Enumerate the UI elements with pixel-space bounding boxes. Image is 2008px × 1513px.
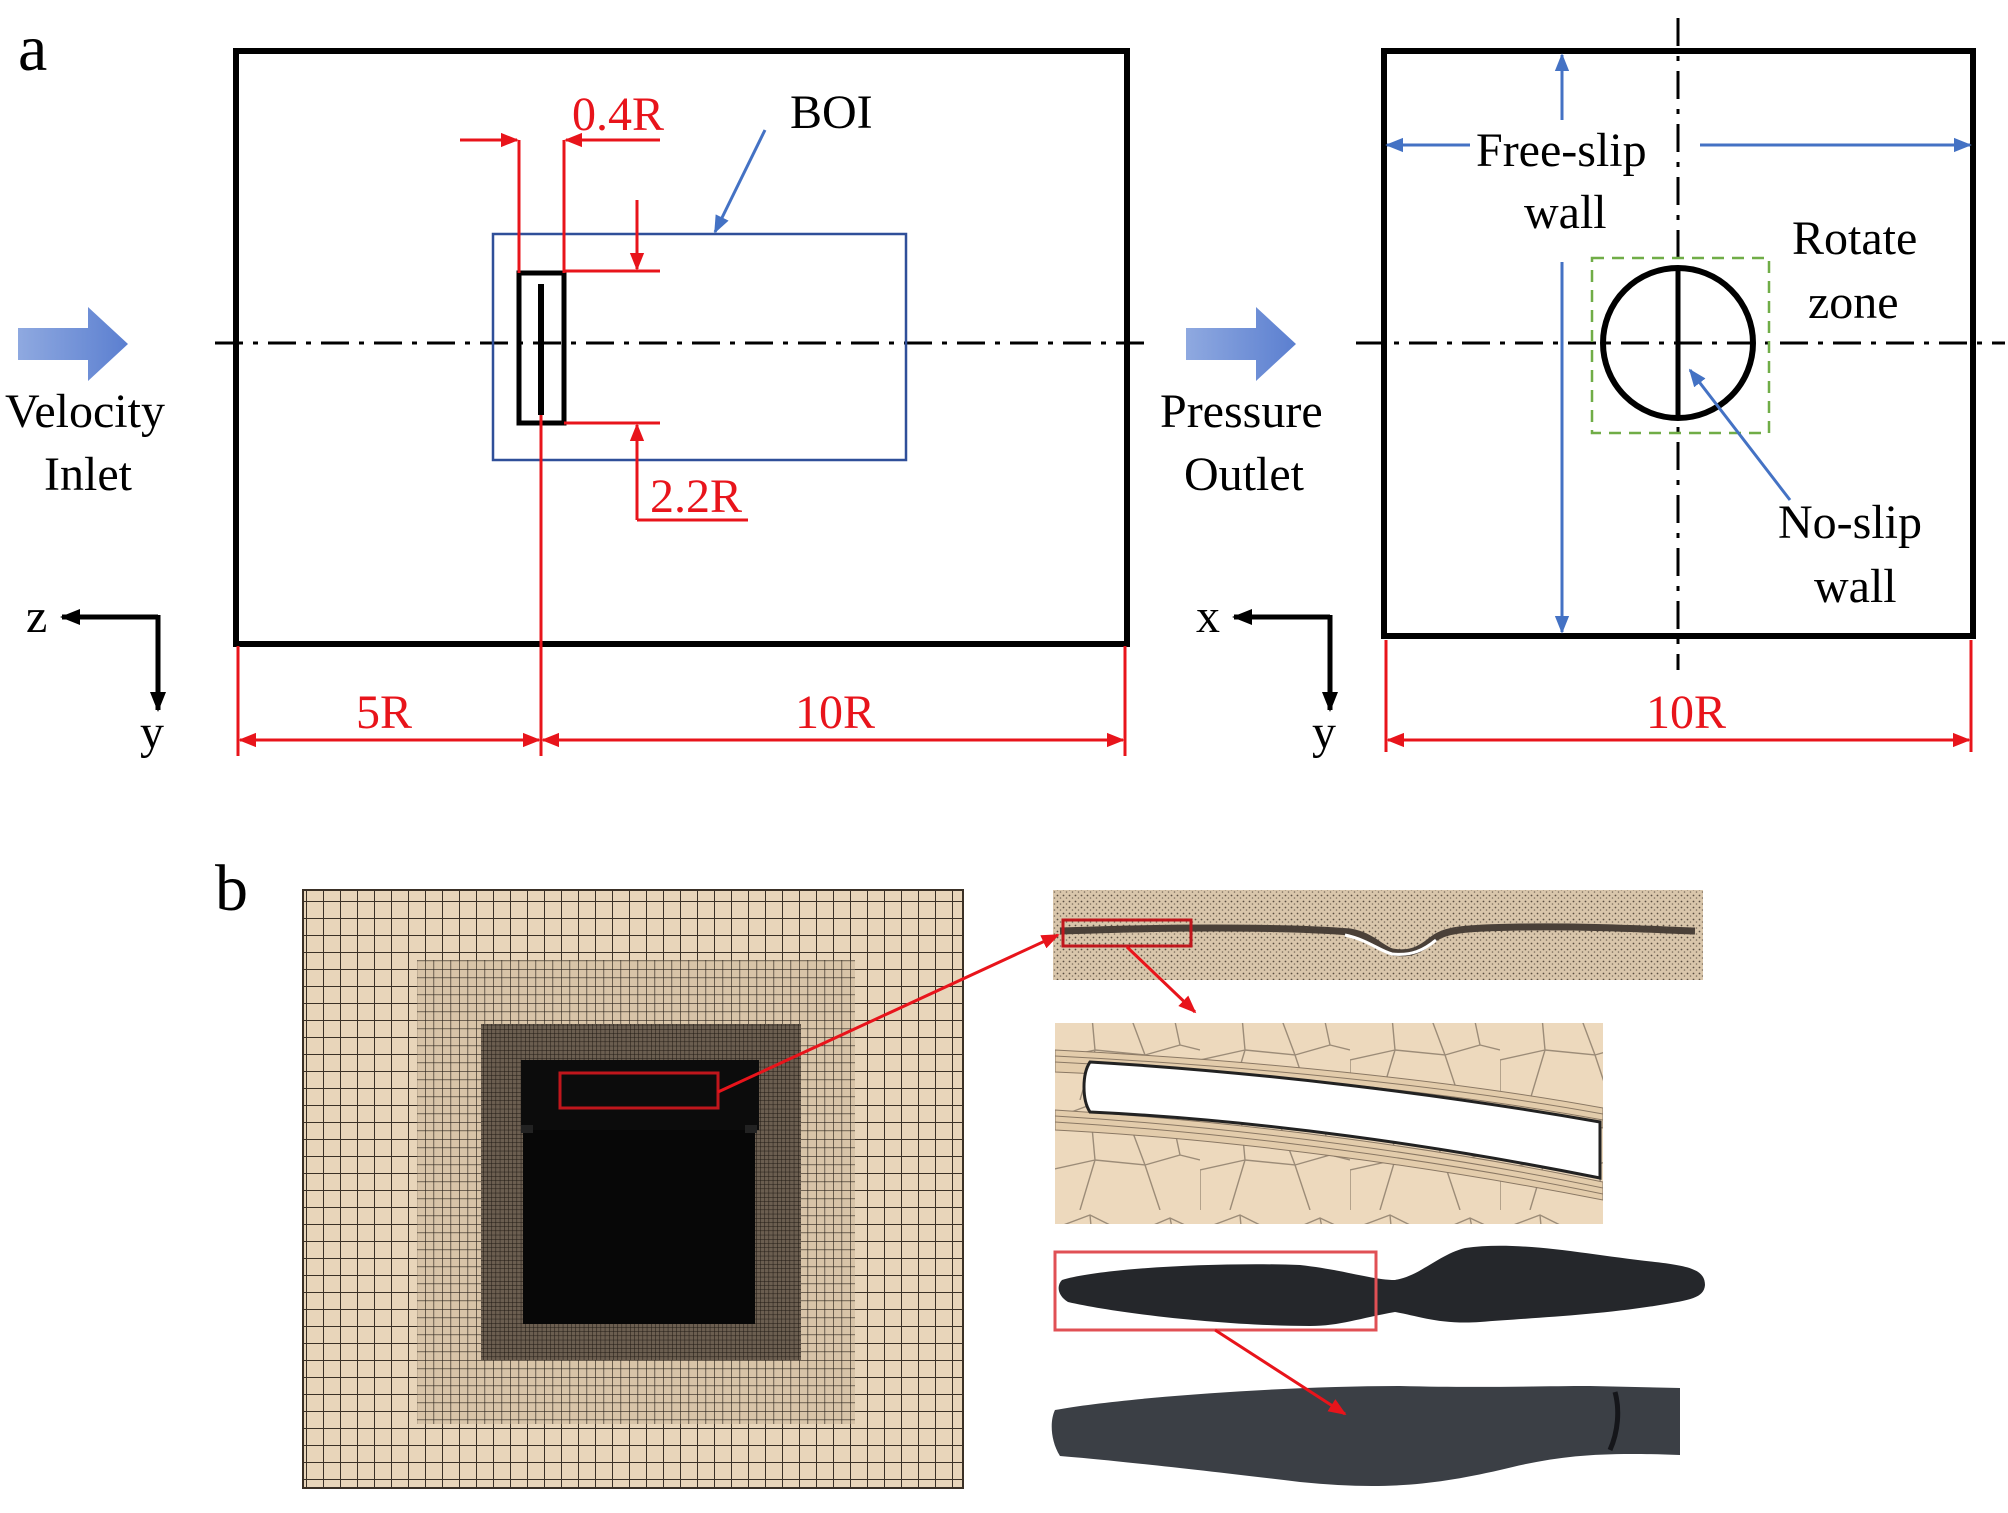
- blade-mesh-overview: [1053, 890, 1703, 980]
- computational-domain-side: [233, 48, 1130, 647]
- blade-mesh-strip: [1053, 890, 1703, 980]
- free-slip-label-line2: wall: [1524, 186, 1607, 239]
- axis-y-label-front: y: [1312, 706, 1336, 759]
- inlet-label-line2: Inlet: [44, 448, 133, 501]
- no-slip-leader: [1688, 368, 1792, 501]
- blade-zoom-view: [1051, 1386, 1680, 1486]
- zoom-connector-3: [1214, 1328, 1347, 1416]
- zoom-connector-2: [1125, 945, 1197, 1014]
- blade-planform: [1058, 1245, 1705, 1326]
- boundary-layer-mesh: [1055, 1023, 1603, 1224]
- mesh-rotor-cap: [521, 1060, 759, 1130]
- airfoil-section: [1082, 1060, 1602, 1180]
- dim-front-10r-label: 10R: [1646, 686, 1726, 739]
- rotate-zone-label-line2: zone: [1808, 276, 1899, 329]
- axis-y-label-side: y: [140, 706, 164, 759]
- no-slip-label-line1: No-slip: [1778, 496, 1922, 549]
- dim-2.2r-label: 2.2R: [650, 470, 742, 523]
- free-slip-label-line1: Free-slip: [1476, 124, 1647, 177]
- dim-5r-label: 5R: [356, 686, 412, 739]
- inlet-flow-arrow: [18, 307, 128, 381]
- rotate-zone-label-line1: Rotate: [1792, 212, 1917, 265]
- blade-tip-zoom-box: [1061, 918, 1193, 948]
- outlet-label-line2: Outlet: [1184, 448, 1305, 501]
- mesh-rotor-cap-left: [521, 1125, 533, 1133]
- mesh-domain: [302, 889, 964, 1489]
- blade-mesh-highlight: [1344, 933, 1437, 956]
- mesh-rotor-cap-right: [745, 1125, 757, 1133]
- panel-b-label: b: [215, 852, 248, 925]
- dim-0.4r-label: 0.4R: [572, 88, 664, 141]
- blade-zoom-shape: [1051, 1386, 1680, 1486]
- outlet-flow-arrow: [1186, 307, 1296, 381]
- boi-region: [491, 232, 908, 462]
- boi-leader: [713, 129, 767, 234]
- panel-a-label: a: [18, 12, 47, 85]
- zoom-connector-1: [717, 933, 1060, 1094]
- blade-zoom-edge: [1607, 1391, 1621, 1452]
- front-view: Free-slip wall Rotate zone No-slip wall …: [1160, 18, 2005, 759]
- inlet-label-line1: Velocity: [5, 385, 165, 438]
- dim-10r-label: 10R: [795, 686, 875, 739]
- side-view: 0.4R 2.2R BOI 5R 10R Velocity Inlet z y: [5, 48, 1150, 759]
- rotate-zone-box: [1590, 256, 1771, 435]
- blade-top-view: [1053, 1245, 1705, 1332]
- axis-x-label: x: [1196, 590, 1220, 643]
- no-slip-label-line2: wall: [1814, 560, 1897, 613]
- outlet-label-line1: Pressure: [1160, 385, 1323, 438]
- axis-z-label: z: [26, 590, 47, 643]
- boi-label: BOI: [790, 86, 873, 139]
